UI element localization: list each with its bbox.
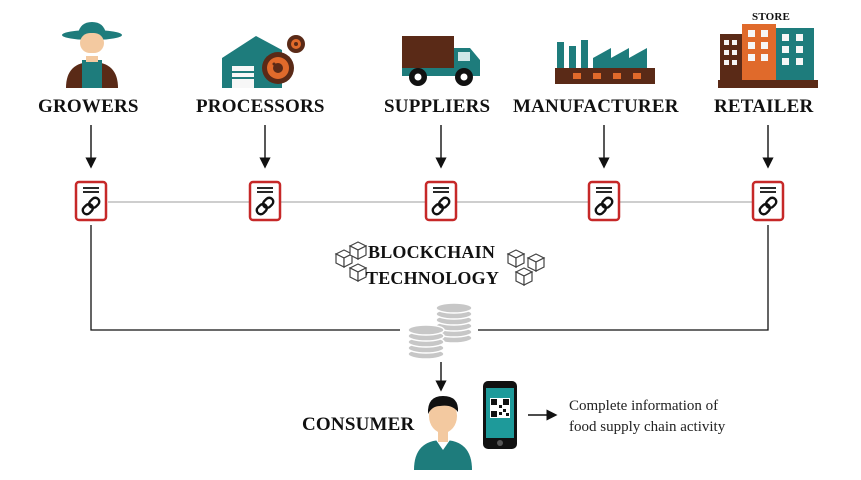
label-suppliers: SUPPLIERS [384,96,491,117]
ledger-link-icon [74,180,108,222]
bracket-left [90,225,400,331]
factory-icon [555,40,655,84]
farmer-icon [62,22,122,88]
ledger-link-icon [587,180,621,222]
smartphone-qr-icon [483,381,517,449]
ledger-link-icon [248,180,282,222]
consumer-avatar-icon [414,396,472,470]
label-growers: GROWERS [38,96,139,117]
delivery-truck-icon [402,36,480,86]
ledger-link-icon [751,180,785,222]
consumer-label: CONSUMER [302,414,415,435]
blockchain-label-line1: BLOCKCHAIN [368,242,496,262]
label-processors: PROCESSORS [196,96,325,117]
blockchain-cubes-icon [506,249,546,286]
bracket-right [478,225,769,331]
blockchain-cubes-icon [334,241,368,282]
consumer-note-line2: food supply chain activity [569,419,726,435]
coin-stack-icon [407,302,473,360]
label-retailer: RETAILER [714,96,814,117]
ledger-link-icon [424,180,458,222]
blockchain-label-line2: TECHNOLOGY [366,268,500,288]
store-building-icon [718,24,818,88]
factory-gear-icon [222,35,305,88]
label-manufacturer: MANUFACTURER [513,96,679,117]
store-sign-text: STORE [752,11,791,23]
consumer-note-line1: Complete information of [569,398,719,414]
